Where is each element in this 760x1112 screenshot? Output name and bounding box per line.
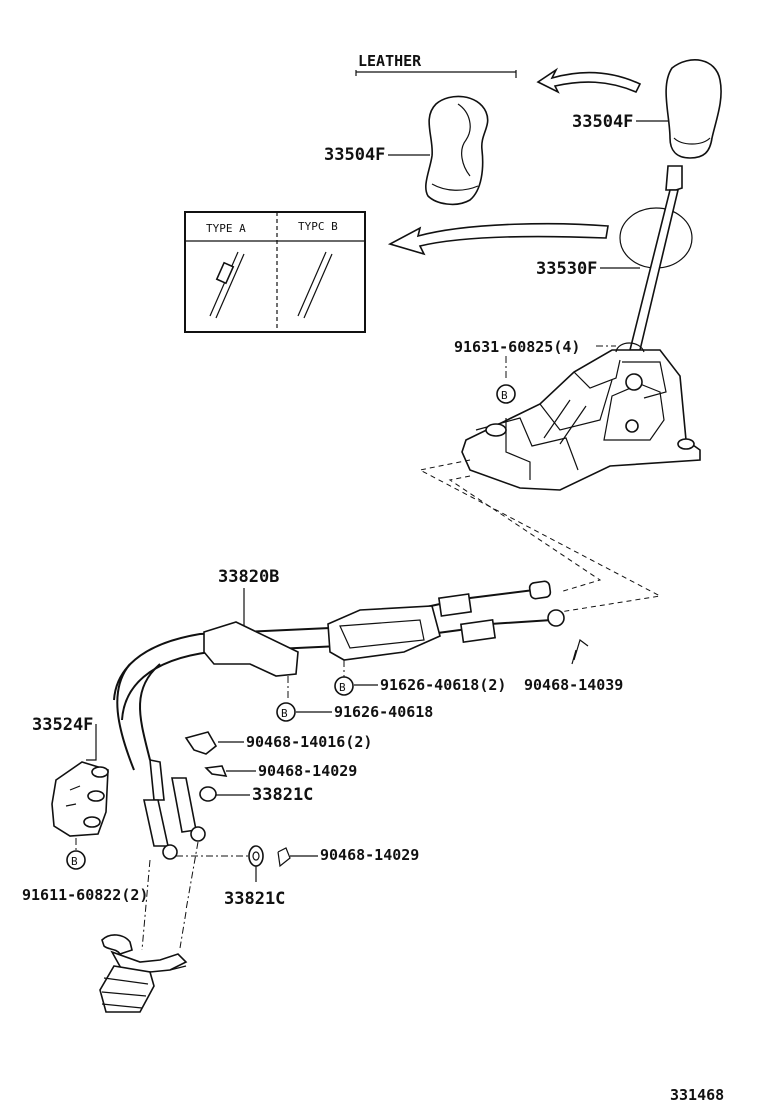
shift-lever	[619, 165, 693, 351]
svg-text:B: B	[501, 389, 508, 402]
type-comparison-box: TYPE A TYPC B	[184, 211, 366, 333]
clip-b-icon	[204, 765, 228, 777]
washer-a-label: 33821C	[252, 785, 313, 805]
lever-label: 33530F	[536, 259, 597, 279]
bracket-label: 33524F	[32, 715, 93, 735]
leather-callout: LEATHER	[355, 52, 517, 78]
shift-knob-standard	[665, 59, 722, 159]
clip-a-icon	[184, 731, 218, 755]
b-marker-cable-1: B	[334, 676, 354, 696]
bolt-bracket-label: 91611-60822(2)	[22, 886, 148, 904]
transmission-lever	[99, 934, 188, 1013]
type-b-label: TYPC B	[298, 220, 338, 233]
washer-a-icon	[199, 786, 217, 802]
clip-c-icon	[277, 847, 291, 868]
arrow-middle-icon	[387, 222, 609, 256]
b-marker-bracket: B	[66, 850, 86, 870]
arrow-top-icon	[536, 67, 642, 94]
cable-label: 33820B	[218, 567, 279, 587]
clip-a-label: 90468-14016(2)	[246, 733, 372, 751]
leather-label: LEATHER	[358, 52, 422, 70]
svg-text:B: B	[339, 681, 346, 694]
bolt-top-label: 91631-60825(4)	[454, 338, 580, 356]
type-a-label: TYPE A	[206, 222, 246, 235]
bolt-b2-label: 91626-40618	[334, 703, 433, 721]
svg-text:B: B	[281, 707, 288, 720]
b-marker-cable-2: B	[276, 702, 296, 722]
shift-knob-leather	[425, 95, 489, 206]
knob-leather-label: 33504F	[324, 145, 385, 165]
clip-c-label: 90468-14029	[320, 846, 419, 864]
bolt-b1-label: 91626-40618(2)	[380, 676, 506, 694]
bracket-part	[51, 761, 109, 837]
clip-right-icon	[571, 639, 589, 665]
diagram-id: 331468	[670, 1086, 724, 1104]
shifter-housing	[461, 342, 701, 491]
b-marker-top: B	[496, 384, 516, 404]
svg-text:B: B	[71, 855, 78, 868]
clip-b-label: 90468-14029	[258, 762, 357, 780]
clip-right-label: 90468-14039	[524, 676, 623, 694]
washer-b-icon	[248, 845, 264, 867]
washer-b-label: 33821C	[224, 889, 285, 909]
shift-cable-assembly	[113, 580, 565, 860]
knob-top-label: 33504F	[572, 112, 633, 132]
